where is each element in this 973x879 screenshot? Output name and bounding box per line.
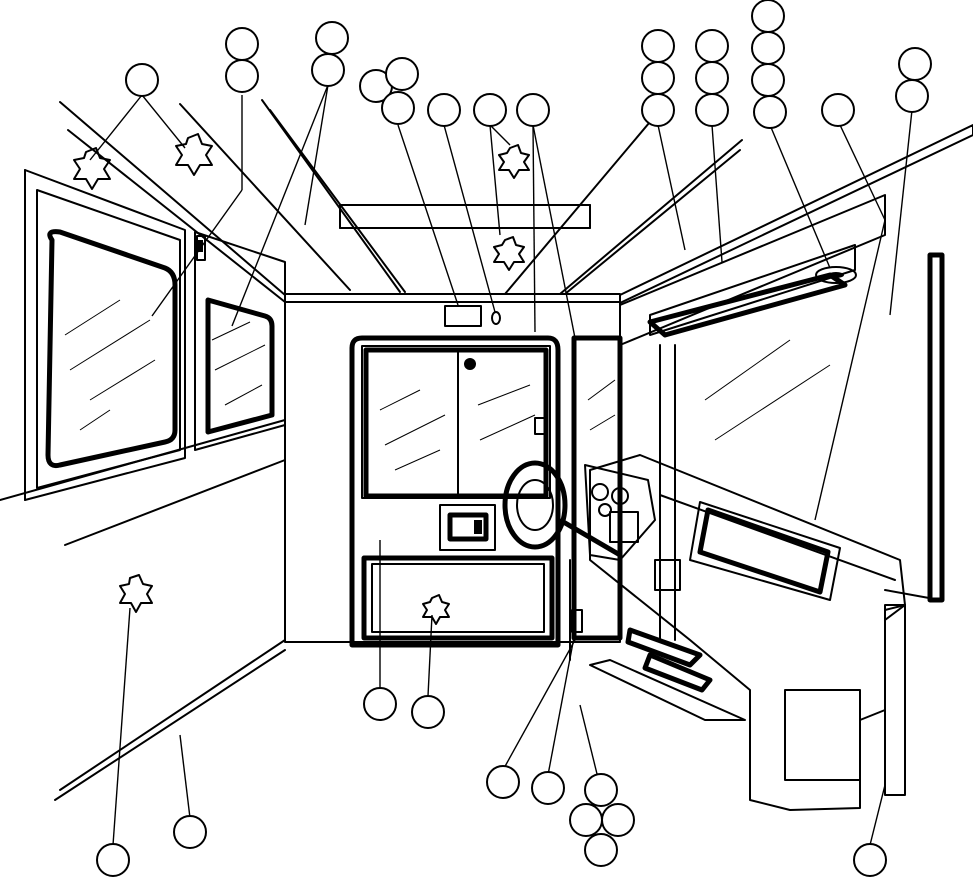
callout-circle <box>473 93 507 127</box>
callout-circle <box>753 95 787 129</box>
callout-circle <box>125 63 159 97</box>
right-wall <box>619 124 973 641</box>
dashboard <box>502 454 906 811</box>
callout-circle <box>225 27 259 61</box>
rivet-markers <box>73 133 530 625</box>
leader-lines <box>89 84 913 846</box>
callout-circle <box>225 59 259 93</box>
callout-circle <box>173 815 207 849</box>
callout-circle <box>411 695 445 729</box>
callout-circle <box>486 765 520 799</box>
callout-circle <box>751 0 785 33</box>
callout-circle <box>385 57 419 91</box>
callout-circle <box>641 29 675 63</box>
callout-circle <box>531 771 565 805</box>
rear-wall <box>284 301 623 661</box>
callout-circle <box>427 93 461 127</box>
callout-circle <box>695 93 729 127</box>
callout-circle <box>601 803 635 837</box>
callout-circle <box>898 47 932 81</box>
callout-circle <box>695 29 729 63</box>
callout-circle <box>641 93 675 127</box>
callout-circle <box>569 803 603 837</box>
roof-frame <box>59 99 743 303</box>
callout-circle <box>853 843 887 877</box>
callout-circle <box>584 833 618 867</box>
callout-circle <box>751 63 785 97</box>
callout-circle <box>821 93 855 127</box>
callout-circle <box>516 93 550 127</box>
callout-circle <box>695 61 729 95</box>
callout-circle <box>751 31 785 65</box>
callout-circle <box>641 61 675 95</box>
callout-circle <box>895 79 929 113</box>
callout-circle <box>96 843 130 877</box>
callout-circle <box>381 91 415 125</box>
callouts <box>96 0 932 877</box>
callout-circle <box>311 53 345 87</box>
callout-circle <box>584 773 618 807</box>
left-wall <box>0 169 286 801</box>
callout-circle <box>363 687 397 721</box>
callout-circle <box>315 21 349 55</box>
